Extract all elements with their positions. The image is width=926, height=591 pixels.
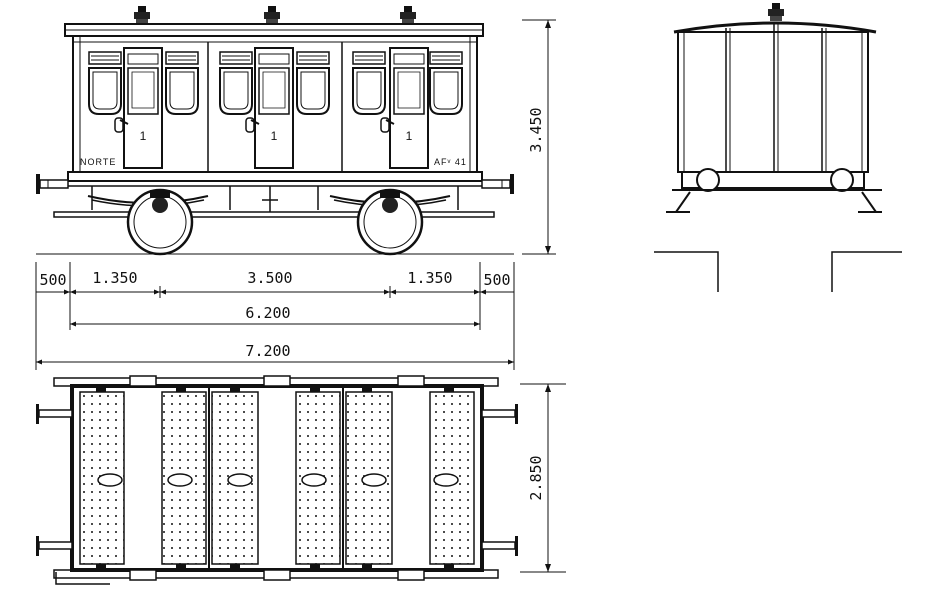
class-number-3: 1: [406, 129, 413, 143]
dim-overall-length: 7.200: [245, 342, 290, 360]
dim-overhang-right: 500: [483, 271, 510, 289]
wheel-left: [126, 188, 194, 256]
width-value: 2.850: [527, 455, 545, 500]
underframe: [67, 171, 483, 182]
compartment-1: 1: [88, 47, 199, 169]
plan-view: [36, 375, 518, 585]
side-elevation: 1 1: [36, 6, 514, 256]
dim-end-right: 1.350: [407, 269, 452, 287]
wheel-right: [356, 188, 424, 256]
plan-buffers: [36, 404, 518, 556]
length-dimensions: 500 1.350 3.500 1.350 500 6.200 7.200: [35, 262, 515, 370]
dim-overhang-left: 500: [39, 271, 66, 289]
compartment-3: 1: [352, 47, 463, 169]
height-dimension: 3.450: [522, 19, 556, 255]
right-buffers: [481, 174, 514, 194]
footboard: [53, 211, 495, 218]
dim-wheelbase: 3.500: [247, 269, 292, 287]
height-value: 3.450: [527, 107, 545, 152]
roof-lamps: [134, 6, 416, 24]
end-elevation: [654, 3, 902, 292]
dim-end-left: 1.350: [92, 269, 137, 287]
dim-body-length: 6.200: [245, 304, 290, 322]
class-number-1: 1: [140, 129, 147, 143]
railway-name-label: NORTE: [80, 157, 116, 167]
width-dimension: 2.850: [520, 383, 566, 573]
compartment-2: 1: [219, 47, 330, 169]
carriage-number-label: AFᵛ 41: [434, 157, 467, 167]
class-number-2: 1: [271, 129, 278, 143]
left-buffers: [36, 174, 69, 194]
